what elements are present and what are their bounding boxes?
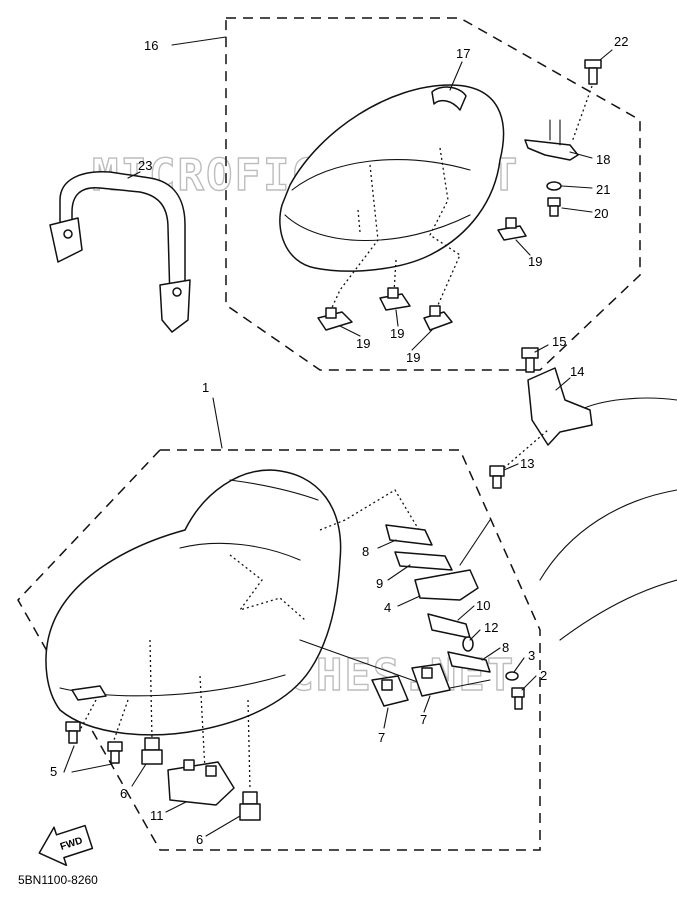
callout-18: 18 [596,152,610,167]
bracket-14 [527,367,593,446]
callout-23: 23 [138,158,152,173]
callout-20: 20 [594,206,608,221]
callout-8-b: 8 [502,640,509,655]
washer-3 [505,671,519,681]
callout-4: 4 [384,600,391,615]
callout-22: 22 [614,34,628,49]
pad-7-a [371,675,409,707]
group-1-boundary [17,449,541,851]
plate-9 [394,551,453,571]
callout-13: 13 [520,456,534,471]
bushing-6-a [141,737,163,765]
callout-10: 10 [476,598,490,613]
seat-handle [431,86,467,111]
bolt-5-a [65,721,81,744]
callout-3: 3 [528,648,535,663]
diagram-code: 5BN1100-8260 [18,873,98,887]
seat-tab [71,685,107,701]
passenger-seat [279,84,505,272]
bolt-22 [584,59,602,85]
washer-21 [546,181,562,191]
fwd-arrow-icon: FWD [38,824,94,867]
bolt-5-b [107,741,123,764]
callout-19-c: 19 [406,350,420,365]
damper-11 [167,759,235,806]
plate-4 [414,569,479,601]
bracket-19-c [423,305,453,331]
rider-seat [45,469,342,736]
callout-6-b: 6 [196,832,203,847]
callout-8-a: 8 [362,544,369,559]
callout-2: 2 [540,668,547,683]
callout-14: 14 [570,364,584,379]
washer-12 [462,636,474,652]
callout-9: 9 [376,576,383,591]
callout-5: 5 [50,764,57,779]
bushing-6-b [239,791,261,821]
bolt-2 [511,687,525,710]
frame-outline [539,489,677,581]
pad-7-b [411,663,451,697]
callout-19-b: 19 [390,326,404,341]
bolt-13 [489,465,505,489]
plate-8-a [385,524,433,546]
callout-7-a: 7 [378,730,385,745]
group-16-boundary [225,17,641,371]
callout-6-a: 6 [120,786,127,801]
bracket-19-d [497,217,527,241]
callout-7-b: 7 [420,712,427,727]
callout-19-d: 19 [528,254,542,269]
bracket-19-b [379,287,411,311]
callout-16: 16 [144,38,158,53]
callout-21: 21 [596,182,610,197]
bracket-10 [427,613,471,639]
passenger-seat-group [171,17,641,371]
bolt-15 [521,347,539,373]
rider-seat-group [17,344,677,851]
grab-strap-23 [49,171,191,333]
callout-15: 15 [552,334,566,349]
callout-19-a: 19 [356,336,370,351]
callout-1: 1 [202,380,209,395]
bracket-19-a [317,307,353,331]
nut-20 [547,197,561,217]
callout-12: 12 [484,620,498,635]
bracket-18 [524,139,579,161]
callout-11: 11 [150,808,164,823]
plate-8-b [447,651,491,673]
callout-17: 17 [456,46,470,61]
